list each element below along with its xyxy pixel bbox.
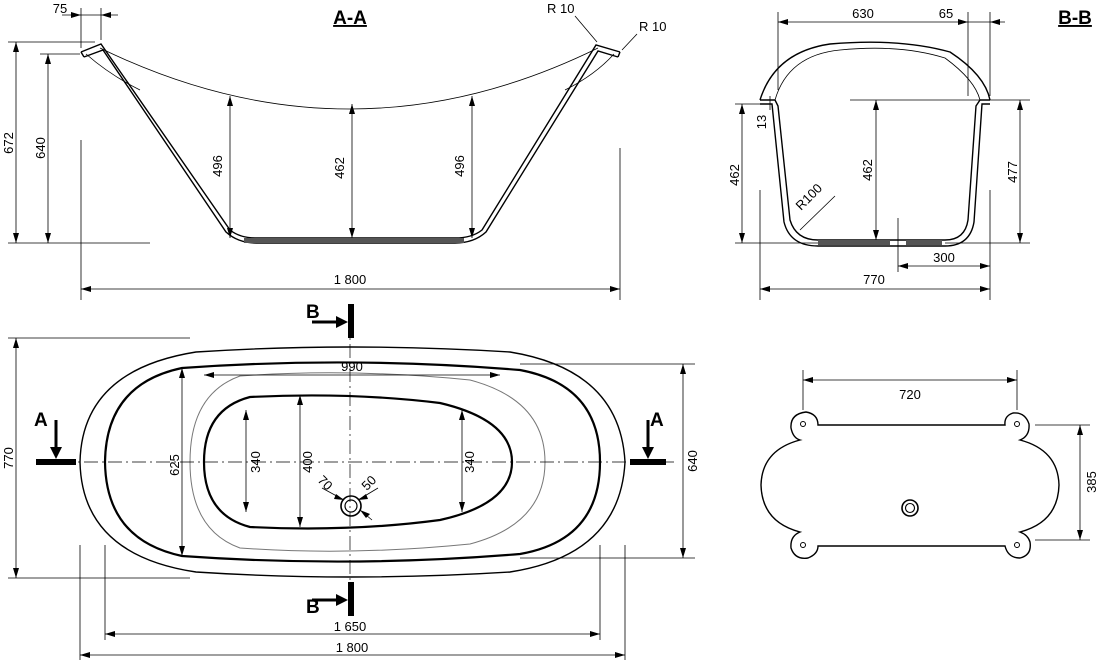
basin-left-label: 340 bbox=[248, 451, 263, 473]
section-marker-a-right: A bbox=[630, 410, 666, 465]
plan-basin bbox=[202, 394, 514, 530]
section-marker-b-top: B bbox=[306, 302, 354, 338]
height-rim-label: 640 bbox=[33, 137, 48, 159]
bb-inner-profile bbox=[760, 103, 990, 247]
rim-left-end bbox=[80, 51, 85, 58]
depth-center-label: 462 bbox=[332, 157, 347, 179]
section-bb-title: B-B bbox=[1058, 8, 1092, 29]
inner-width-plan-label: 625 bbox=[167, 454, 182, 476]
width-rim-label: 75 bbox=[53, 1, 67, 16]
tub-inner-wall bbox=[83, 49, 619, 244]
radius-right-label: R 10 bbox=[639, 19, 666, 34]
section-marker-b-bottom: B bbox=[306, 582, 354, 618]
rim-label: 65 bbox=[939, 6, 953, 21]
bb-backrest-inner bbox=[774, 47, 981, 101]
depth-center-bb-label: 462 bbox=[860, 159, 875, 181]
frame-drain-inner-icon bbox=[904, 502, 916, 514]
basin-right-label: 340 bbox=[462, 451, 477, 473]
drain-outer-icon bbox=[340, 495, 362, 517]
length-inner-label: 1 650 bbox=[334, 619, 367, 634]
marker-a-right-label: A bbox=[650, 410, 664, 431]
rim-thickness-label: 13 bbox=[754, 115, 769, 129]
foot-spacing-label: 720 bbox=[899, 387, 921, 402]
radius-leader bbox=[799, 195, 836, 231]
width-total-label: 770 bbox=[1, 447, 16, 469]
foot-hole-br-icon bbox=[1014, 542, 1020, 548]
length-label: 1 800 bbox=[334, 272, 367, 287]
inner-length-label: 990 bbox=[341, 359, 363, 374]
bb-outer-profile bbox=[760, 99, 990, 241]
depth-right-label: 496 bbox=[452, 155, 467, 177]
drain-outer-label: 70 bbox=[315, 472, 336, 493]
marker-b-top-label: B bbox=[306, 302, 320, 323]
base-frame-view: 720 385 bbox=[760, 370, 1099, 559]
height-outer-label: 462 bbox=[727, 164, 742, 186]
section-marker-a-left: A bbox=[34, 410, 76, 465]
height-right-label: 477 bbox=[1005, 161, 1020, 183]
depth-left-label: 496 bbox=[210, 155, 225, 177]
plan-grey-contour bbox=[189, 372, 546, 552]
rim-right-end bbox=[617, 51, 621, 58]
drain-inner-label: 50 bbox=[358, 472, 379, 493]
plan-outer-rim bbox=[79, 346, 626, 578]
width-bb-label: 770 bbox=[863, 272, 885, 287]
radius-left-label: R 10 bbox=[547, 1, 574, 16]
height-total-label: 672 bbox=[1, 132, 16, 154]
foot-hole-tl-icon bbox=[800, 421, 806, 427]
length-total-label: 1 800 bbox=[336, 640, 369, 655]
foot-hole-tr-icon bbox=[1014, 421, 1020, 427]
marker-b-bottom-label: B bbox=[306, 597, 320, 618]
section-aa-title: A-A bbox=[333, 8, 367, 29]
inner-width-label: 630 bbox=[852, 6, 874, 21]
rim-inner-left bbox=[85, 53, 141, 91]
rim-width-label: 640 bbox=[685, 450, 700, 472]
base-frame-outline bbox=[760, 411, 1060, 559]
section-aa-view: A-A 496 462 496 672 bbox=[1, 1, 666, 300]
basin-center-label: 400 bbox=[300, 451, 315, 473]
floor-section-hatch bbox=[244, 238, 464, 243]
rim-inner-right bbox=[564, 53, 615, 91]
frame-width-label: 385 bbox=[1084, 471, 1099, 493]
rim-curve bbox=[99, 47, 599, 110]
plan-view: 70 50 990 625 340 400 340 770 bbox=[1, 302, 700, 660]
plan-inner-rim bbox=[103, 361, 602, 563]
marker-a-left-label: A bbox=[34, 410, 48, 431]
bb-floor-hatch-right bbox=[906, 240, 942, 245]
drain-inner-icon bbox=[344, 499, 358, 513]
bb-backrest-curve bbox=[759, 41, 991, 101]
inner-radius-label: R100 bbox=[793, 181, 826, 214]
section-bb-view: B-B 630 65 13 462 R100 bbox=[727, 6, 1092, 300]
radius-right-leader bbox=[621, 33, 638, 51]
radius-left-leader bbox=[574, 15, 598, 43]
frame-drain-outer-icon bbox=[901, 499, 919, 517]
drain-offset-label: 300 bbox=[933, 250, 955, 265]
bb-floor-hatch-left bbox=[818, 240, 890, 245]
foot-hole-bl-icon bbox=[800, 542, 806, 548]
